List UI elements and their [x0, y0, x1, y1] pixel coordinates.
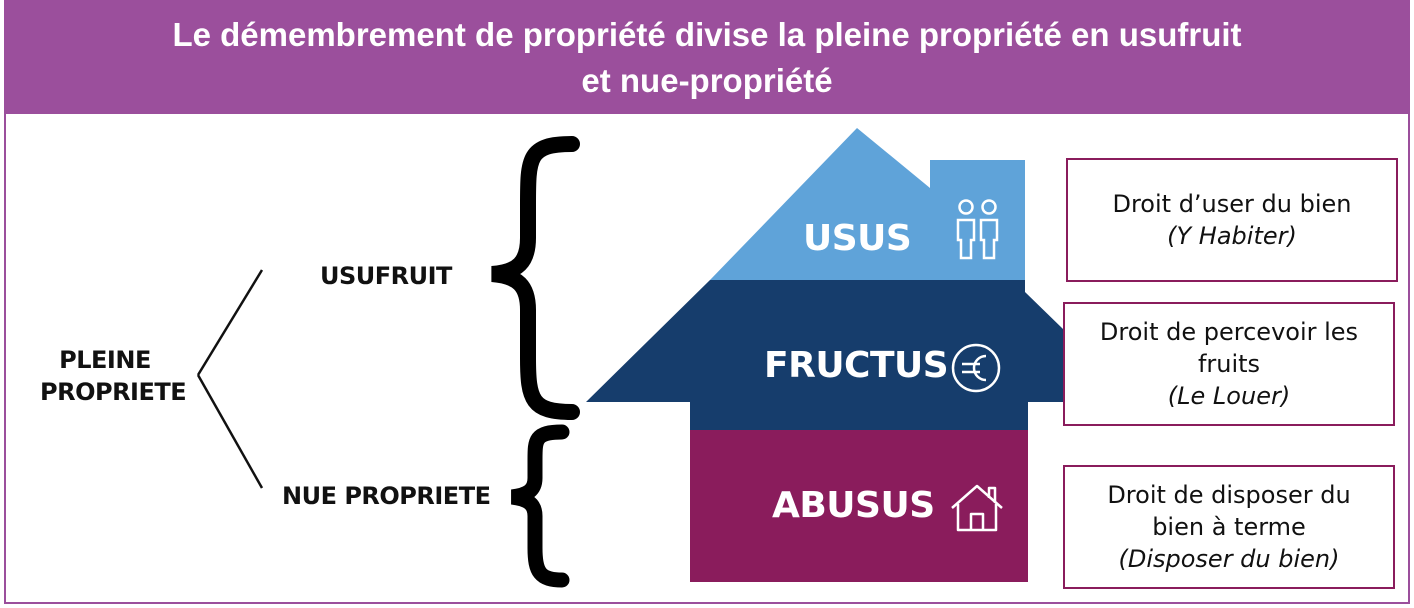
usus-description-box: Droit d’user du bien (Y Habiter)	[1066, 158, 1398, 282]
nue-propriete-label: NUE PROPRIETE	[282, 482, 491, 510]
people-icon	[956, 199, 999, 260]
box-line: bien à terme	[1152, 513, 1306, 541]
pleine-propriete-label: PLEINE PROPRIETE	[40, 344, 187, 408]
box-italic: (Le Louer)	[1167, 382, 1291, 410]
usus-label: USUS	[803, 218, 912, 259]
title-banner: Le démembrement de propriété divise la p…	[4, 0, 1410, 114]
box-line: Droit d’user du bien	[1112, 190, 1352, 218]
pleine-line-1: PLEINE	[59, 346, 151, 374]
usufruit-brace	[491, 136, 580, 420]
euro-icon	[951, 343, 1001, 393]
fructus-description-box: Droit de percevoir les fruits (Le Louer)	[1063, 302, 1395, 426]
branch-line-up	[196, 269, 264, 376]
house-abusus-section	[690, 430, 1028, 582]
home-icon	[951, 484, 1003, 532]
fructus-label: FRUCTUS	[764, 345, 949, 386]
pleine-line-2: PROPRIETE	[40, 378, 187, 406]
diagram-frame	[4, 0, 1410, 604]
branch-line-down	[196, 374, 264, 489]
title-line-2: et nue-propriété	[581, 62, 833, 99]
box-italic: (Disposer du bien)	[1118, 545, 1340, 573]
box-line: Droit de percevoir les	[1099, 318, 1359, 346]
nue-propriete-brace	[510, 424, 570, 588]
title-line-1: Le démembrement de propriété divise la p…	[172, 16, 1242, 53]
house-usus-section	[710, 128, 1025, 280]
abusus-description-box: Droit de disposer du bien à terme (Dispo…	[1063, 465, 1395, 589]
box-line: Droit de disposer du	[1107, 481, 1351, 509]
box-line: fruits	[1197, 350, 1261, 378]
house-fructus-section	[586, 280, 1138, 430]
box-italic: (Y Habiter)	[1167, 222, 1297, 250]
abusus-label: ABUSUS	[772, 485, 935, 526]
usufruit-label: USUFRUIT	[320, 262, 452, 290]
